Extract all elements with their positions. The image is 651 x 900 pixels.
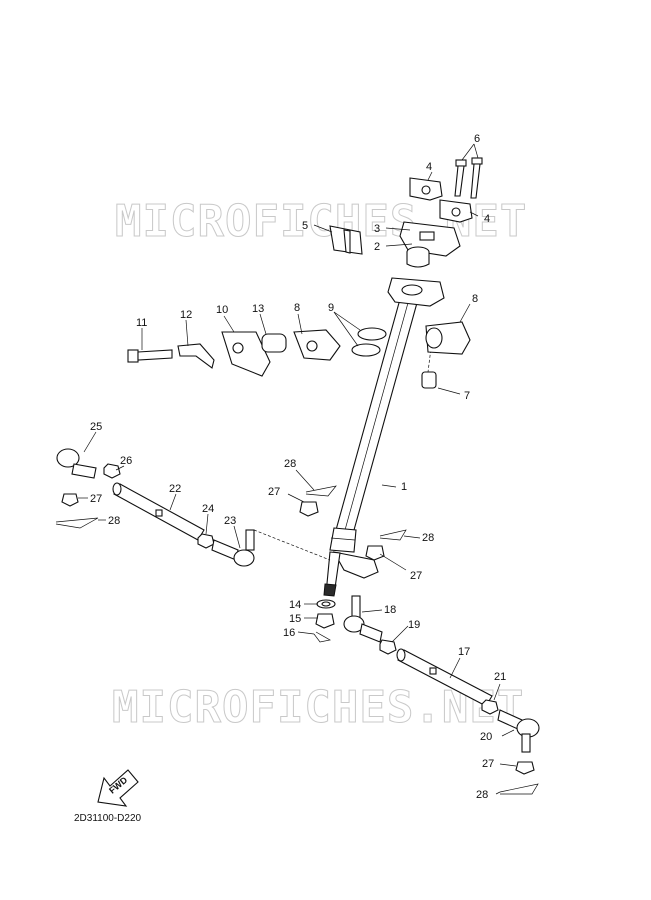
pin-28-mid bbox=[305, 485, 337, 497]
steering-column bbox=[323, 277, 445, 597]
callout-28-left: 28 bbox=[108, 515, 120, 527]
nut-27-bottom bbox=[515, 761, 535, 775]
nut-27-mid bbox=[299, 501, 319, 517]
bolt-11 bbox=[127, 349, 173, 363]
callout-4-right: 4 bbox=[484, 213, 490, 225]
callout-27-bottom: 27 bbox=[482, 758, 494, 770]
holder-8-left bbox=[293, 329, 341, 361]
collar-7 bbox=[421, 371, 437, 389]
pin-28-right bbox=[379, 529, 407, 541]
callout-18: 18 bbox=[384, 604, 396, 616]
callout-27-left: 27 bbox=[90, 493, 102, 505]
bushing-13 bbox=[261, 333, 287, 353]
callout-22: 22 bbox=[169, 483, 181, 495]
callout-23: 23 bbox=[224, 515, 236, 527]
callout-21: 21 bbox=[494, 671, 506, 683]
tie-rod-end-25 bbox=[56, 448, 97, 479]
holder-left bbox=[409, 177, 443, 201]
leader-lines bbox=[78, 143, 517, 795]
bushing-2 bbox=[406, 246, 430, 268]
callout-20: 20 bbox=[480, 731, 492, 743]
nut-19 bbox=[379, 639, 397, 655]
callout-7: 7 bbox=[464, 390, 470, 402]
callout-1: 1 bbox=[401, 481, 407, 493]
nut-15 bbox=[315, 613, 335, 629]
clamp-9 bbox=[351, 327, 387, 357]
callout-2: 2 bbox=[374, 241, 380, 253]
tie-rod-end-20 bbox=[497, 709, 540, 753]
callout-16: 16 bbox=[283, 627, 295, 639]
callout-6: 6 bbox=[474, 133, 480, 145]
callout-4-top: 4 bbox=[426, 161, 432, 173]
tie-rod-end-23 bbox=[211, 529, 255, 567]
callout-28-mid: 28 bbox=[284, 458, 296, 470]
pin-16 bbox=[313, 631, 331, 643]
callout-27-right: 27 bbox=[410, 570, 422, 582]
nut-27-right bbox=[365, 545, 385, 561]
holder-8-right bbox=[425, 321, 471, 355]
callout-labels: 1 2 3 4 4 5 6 7 8 8 9 10 11 12 13 14 15 … bbox=[90, 133, 506, 801]
rubber-block-5 bbox=[329, 225, 363, 255]
holder-right bbox=[439, 199, 473, 223]
callout-10: 10 bbox=[216, 304, 228, 316]
washer-14 bbox=[316, 599, 336, 609]
plate-12 bbox=[177, 343, 215, 369]
tie-rod-end-18 bbox=[343, 595, 383, 643]
nut-26 bbox=[103, 463, 121, 479]
callout-19: 19 bbox=[408, 619, 420, 631]
callout-11: 11 bbox=[136, 317, 147, 329]
tie-rod-22 bbox=[112, 482, 205, 541]
callout-3: 3 bbox=[374, 223, 380, 235]
callout-14: 14 bbox=[289, 599, 301, 611]
nut-21 bbox=[481, 699, 499, 715]
callout-9: 9 bbox=[328, 302, 334, 314]
callout-17: 17 bbox=[458, 646, 470, 658]
callout-15: 15 bbox=[289, 613, 301, 625]
nut-27-left bbox=[61, 493, 79, 507]
callout-25: 25 bbox=[90, 421, 102, 433]
callout-27-mid: 27 bbox=[268, 486, 280, 498]
callout-13: 13 bbox=[252, 303, 264, 315]
callout-26: 26 bbox=[120, 455, 132, 467]
callout-8-left: 8 bbox=[294, 302, 300, 314]
bracket-10 bbox=[221, 331, 271, 377]
bolts-6 bbox=[454, 157, 483, 199]
callout-28-right: 28 bbox=[422, 532, 434, 544]
callout-8-right: 8 bbox=[472, 293, 478, 305]
callout-5: 5 bbox=[302, 220, 308, 232]
diagram-code: 2D31100-D220 bbox=[74, 813, 142, 824]
fwd-arrow-icon: FWD bbox=[97, 769, 139, 807]
callout-24: 24 bbox=[202, 503, 214, 515]
pin-28-left bbox=[55, 517, 99, 529]
callout-28-bottom: 28 bbox=[476, 789, 488, 801]
pin-28-bottom bbox=[499, 783, 539, 795]
nut-24 bbox=[197, 533, 215, 549]
callout-12: 12 bbox=[180, 309, 192, 321]
